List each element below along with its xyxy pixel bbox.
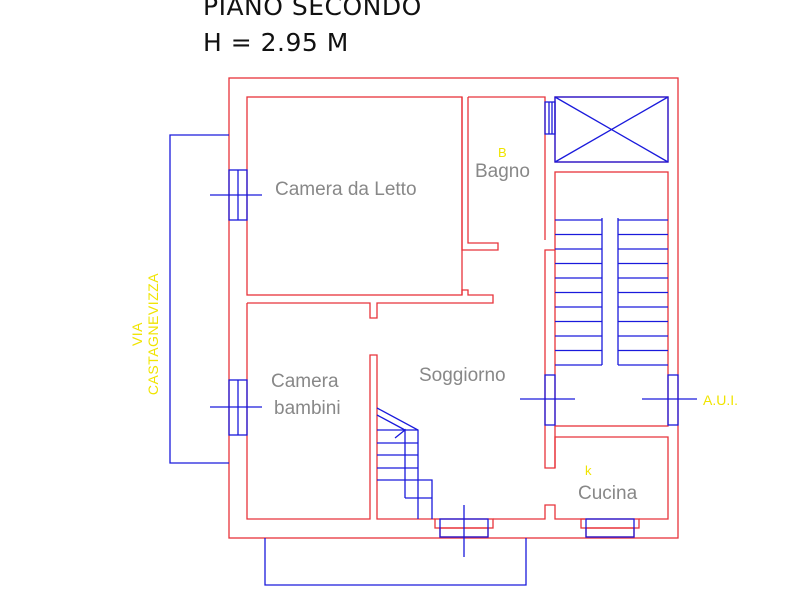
room-label-kids-1: Camera (271, 371, 339, 392)
ceiling-height: H = 2.95 M (203, 28, 349, 57)
fixtures (169, 96, 697, 586)
room-label-kitchen: Cucina (578, 483, 638, 504)
aui-label: A.U.I. (703, 392, 739, 408)
room-label-living: Soggiorno (419, 365, 506, 386)
room-label-bedroom: Camera da Letto (275, 179, 417, 200)
walls (228, 77, 679, 539)
plan-title: PIANO SECONDO (203, 0, 422, 21)
room-label-kids-2: bambini (274, 398, 341, 419)
street-label: VIA CASTAGNEVIZZA (129, 272, 161, 396)
room-code-bathroom: B (498, 145, 507, 160)
room-label-bathroom: Bagno (475, 161, 530, 182)
room-code-kitchen: k (585, 463, 592, 478)
